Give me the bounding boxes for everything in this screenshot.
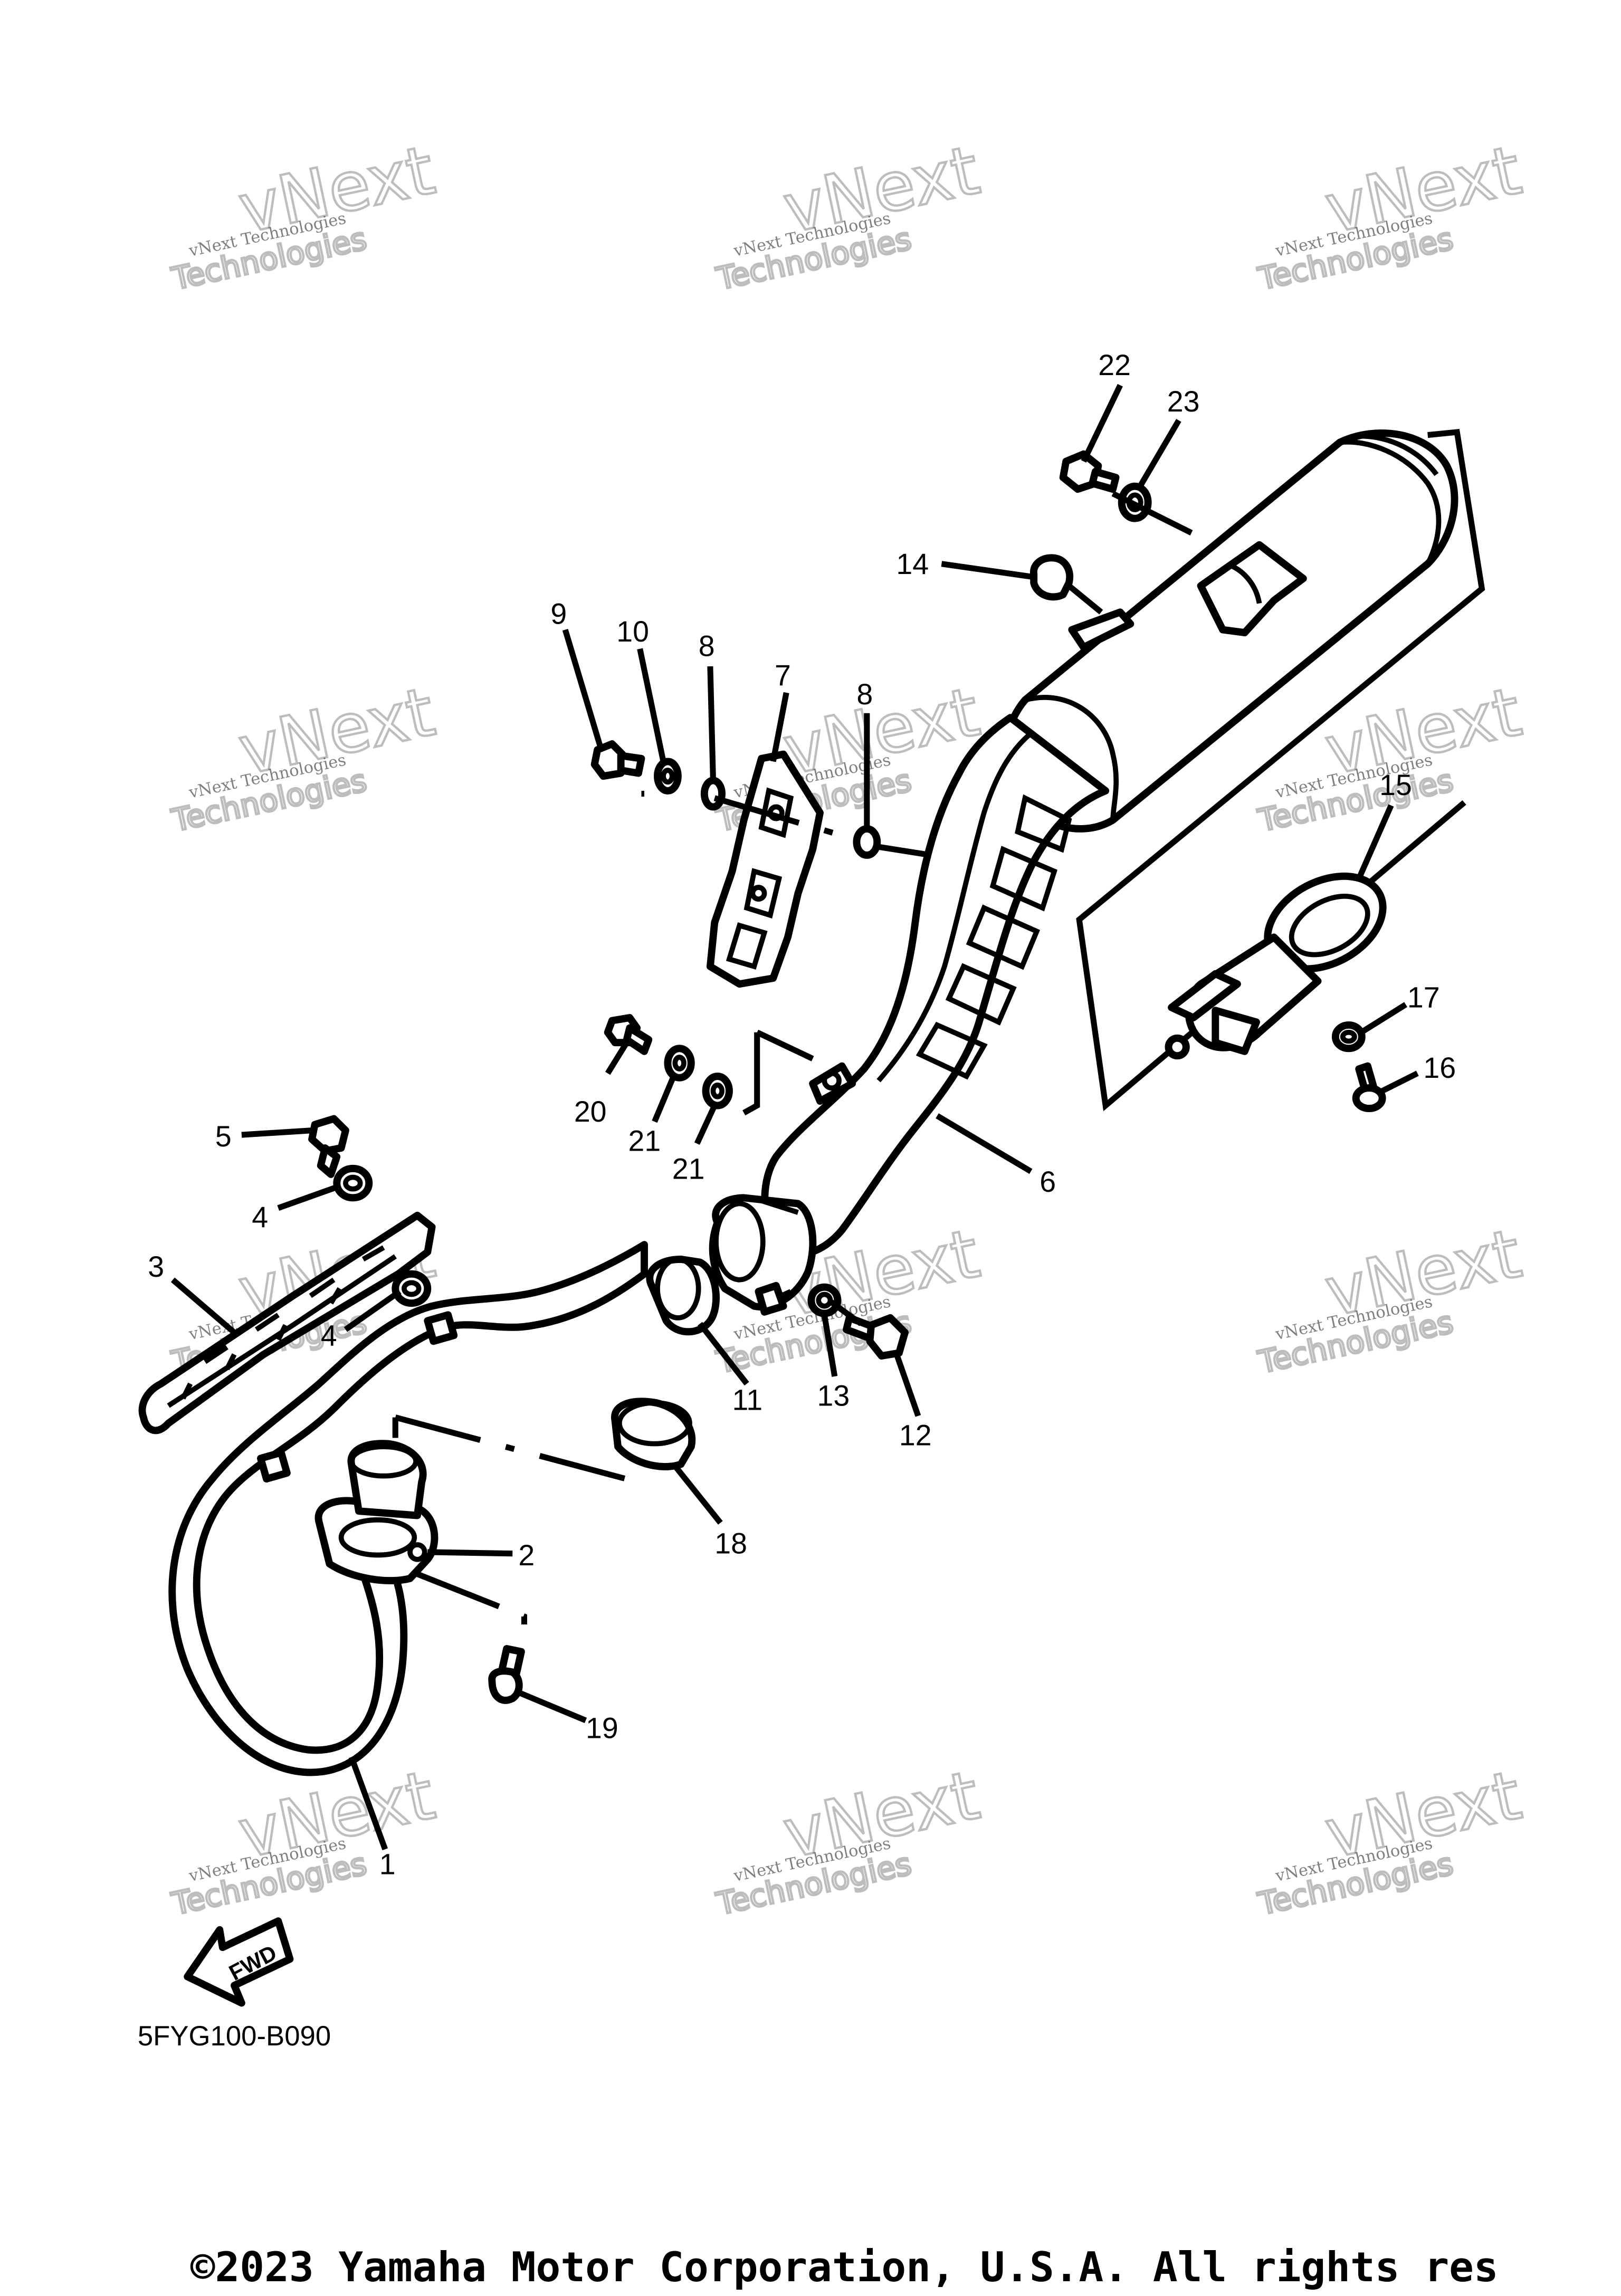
watermark: vNext vNext Technologies Technologies xyxy=(1254,130,1529,298)
washer-17-part xyxy=(1331,1021,1366,1053)
screw-16-part xyxy=(1352,1062,1386,1113)
flange-2-part xyxy=(314,1440,438,1585)
copyright-text: ©2023 Yamaha Motor Corporation, U.S.A. A… xyxy=(190,2244,1499,2291)
watermark-grid: vNext vNext Technologies Technologies vN… xyxy=(167,130,1529,1923)
callout-8: 8 xyxy=(856,678,873,711)
callout-4: 4 xyxy=(252,1201,268,1233)
callout-19: 19 xyxy=(586,1711,618,1744)
leader-lines xyxy=(170,384,1419,1851)
gasket-11-part xyxy=(646,1255,720,1336)
callout-10: 10 xyxy=(616,615,649,648)
bolt-9-part xyxy=(590,740,645,780)
heat-protector-3-part xyxy=(138,1211,436,1434)
callout-1: 1 xyxy=(379,1848,396,1880)
callout-15: 15 xyxy=(1379,769,1412,801)
callout-23: 23 xyxy=(1167,385,1200,418)
callout-4: 4 xyxy=(321,1319,337,1352)
washer-10-part xyxy=(654,758,682,795)
bolt-5-part xyxy=(308,1115,349,1178)
callout-9: 9 xyxy=(550,598,567,630)
watermark: vNext vNext Technologies Technologies xyxy=(712,1755,987,1923)
washer-21-part xyxy=(664,1045,695,1082)
callout-14: 14 xyxy=(896,548,929,580)
watermark: vNext vNext Technologies Technologies xyxy=(167,1755,442,1923)
callout-13: 13 xyxy=(817,1379,850,1412)
callout-3: 3 xyxy=(148,1250,164,1283)
gasket-18-part xyxy=(611,1398,696,1470)
callout-2: 2 xyxy=(518,1539,535,1572)
callout-5: 5 xyxy=(215,1120,232,1153)
muffler-part xyxy=(1001,429,1458,833)
collar-4-part xyxy=(333,1164,373,1202)
watermark: vNext vNext Technologies Technologies xyxy=(1254,1755,1529,1923)
explode-lines xyxy=(392,491,1217,1648)
bolt-20-part xyxy=(604,1014,653,1055)
callout-7: 7 xyxy=(775,659,791,692)
callout-17: 17 xyxy=(1407,981,1440,1014)
bolt-22-part xyxy=(1059,450,1120,493)
callout-16: 16 xyxy=(1423,1051,1456,1084)
callout-18: 18 xyxy=(714,1527,747,1560)
spark-arrester-15-part xyxy=(1165,872,1387,1060)
washer-8-part xyxy=(700,777,726,811)
callout-6: 6 xyxy=(1040,1165,1056,1198)
washer-21-part xyxy=(702,1073,733,1109)
explode-box-15 xyxy=(1076,428,1485,1112)
diagram-code: 5FYG100-B090 xyxy=(138,2021,331,2052)
bolt-19-part xyxy=(488,1645,525,1704)
washer-8-part xyxy=(853,825,881,859)
watermark: vNext vNext Technologies Technologies xyxy=(1254,1214,1529,1382)
watermark: vNext vNext Technologies Technologies xyxy=(167,130,442,298)
bolt-12-part xyxy=(843,1314,909,1360)
callout-8: 8 xyxy=(699,630,715,663)
callout-22: 22 xyxy=(1098,349,1131,381)
collar-4-part xyxy=(392,1270,432,1307)
damper-14-part xyxy=(1030,554,1074,601)
callout-20: 20 xyxy=(574,1095,607,1128)
callout-12: 12 xyxy=(899,1419,932,1451)
fwd-arrow: FWD xyxy=(184,1917,294,2007)
main-pipe-part xyxy=(709,714,1110,1316)
callout-21: 21 xyxy=(628,1125,661,1157)
heat-protector-7-part xyxy=(706,750,824,988)
watermark: vNext vNext Technologies Technologies xyxy=(167,672,442,840)
callout-11: 11 xyxy=(732,1384,763,1417)
callout-21: 21 xyxy=(672,1152,705,1185)
callouts: 1 2 3 4 4 5 6 7 8 8 9 10 11 12 13 14 15 … xyxy=(148,349,1456,1881)
watermark: vNext vNext Technologies Technologies xyxy=(712,130,987,298)
